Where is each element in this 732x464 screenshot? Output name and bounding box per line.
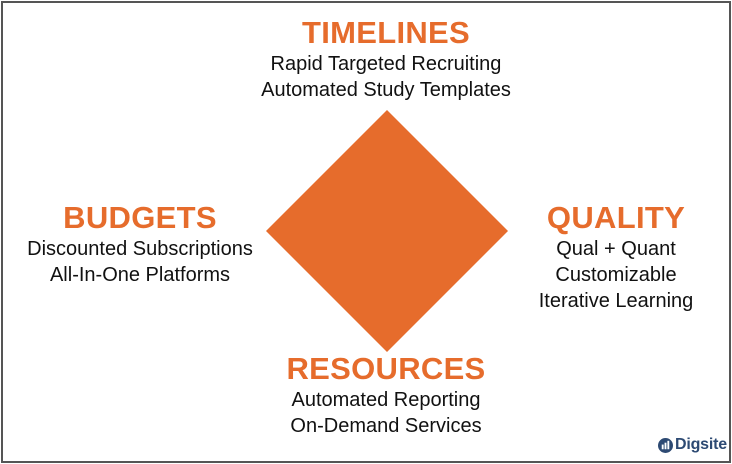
digsite-logo-icon: [658, 437, 673, 453]
resources-heading: RESOURCES: [286, 351, 486, 386]
quality-line-3: Iterative Learning: [538, 290, 694, 312]
resources-line-2: On-Demand Services: [290, 415, 482, 437]
timelines-block: TIMELINES Rapid Targeted Recruiting Auto…: [236, 15, 536, 103]
quality-heading: QUALITY: [546, 200, 686, 235]
diamond-shape: [266, 110, 508, 352]
digsite-logo-text: Digsite: [675, 436, 727, 453]
digsite-logo: Digsite: [658, 435, 727, 455]
budgets-block: BUDGETS Discounted Subscriptions All-In-…: [0, 200, 280, 288]
quality-line-2: Customizable: [555, 264, 677, 286]
resources-line-1: Automated Reporting: [291, 389, 481, 411]
quality-block: QUALITY Qual + Quant Customizable Iterat…: [516, 200, 716, 314]
timelines-line-2: Automated Study Templates: [261, 79, 511, 101]
quality-line-1: Qual + Quant: [556, 238, 676, 260]
timelines-heading: TIMELINES: [301, 15, 471, 50]
resources-block: RESOURCES Automated Reporting On-Demand …: [236, 351, 536, 439]
budgets-heading: BUDGETS: [63, 200, 217, 235]
budgets-line-1: Discounted Subscriptions: [27, 238, 253, 260]
center-diamond: [266, 110, 508, 352]
budgets-line-2: All-In-One Platforms: [49, 264, 231, 286]
timelines-line-1: Rapid Targeted Recruiting: [270, 53, 502, 75]
